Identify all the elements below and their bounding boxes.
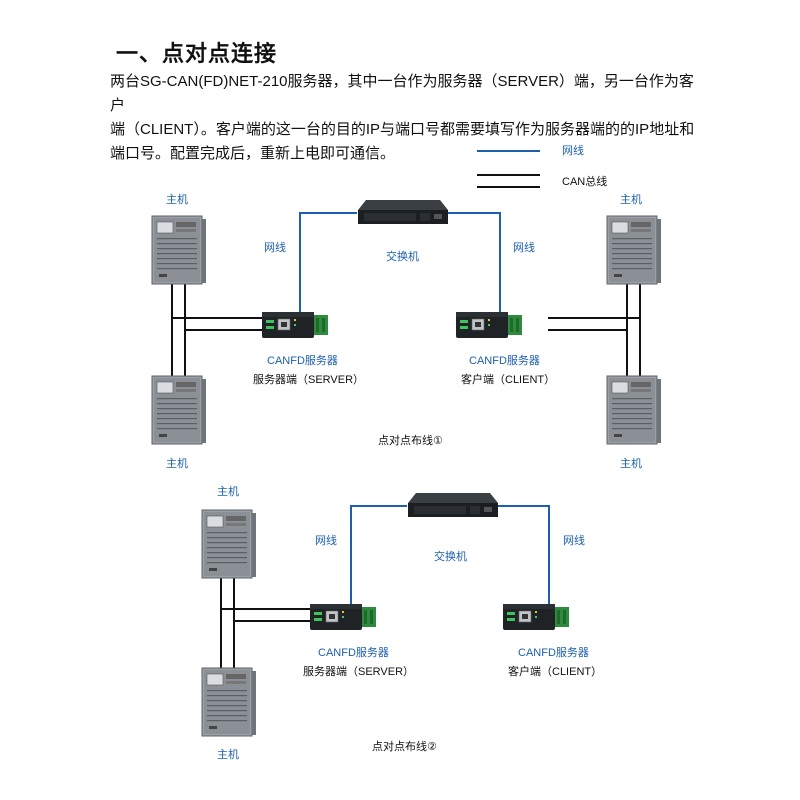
d1-cable-left-label: 网线 bbox=[264, 242, 286, 254]
d2-host-bottom-icon bbox=[201, 667, 257, 737]
d2-switch-icon bbox=[408, 493, 498, 517]
d1-client-role: 客户端（CLIENT） bbox=[461, 374, 556, 386]
d1-client-name: CANFD服务器 bbox=[469, 355, 540, 367]
intro-line-3: 端口号。配置完成后，重新上电即可通信。 bbox=[110, 145, 396, 162]
intro-line-1: 两台SG-CAN(FD)NET-210服务器，其中一台作为服务器（SERVER）… bbox=[110, 73, 694, 114]
section-heading: 一、点对点连接 bbox=[116, 41, 278, 66]
d1-can-bus-left bbox=[171, 283, 262, 378]
d2-host-bottom-label: 主机 bbox=[217, 749, 239, 761]
d1-host-tr-icon bbox=[606, 215, 662, 285]
d1-network-cable-right bbox=[448, 212, 501, 326]
d1-host-tr-label: 主机 bbox=[620, 194, 642, 206]
d2-host-top-icon bbox=[201, 509, 257, 579]
d1-switch-label: 交换机 bbox=[386, 251, 419, 263]
d2-client-device-icon bbox=[502, 603, 570, 631]
d1-can-bus-right bbox=[548, 283, 641, 378]
d2-server-role: 服务器端（SERVER） bbox=[303, 666, 415, 678]
d1-host-tl-label: 主机 bbox=[166, 194, 188, 206]
d1-server-role: 服务器端（SERVER） bbox=[253, 374, 365, 386]
d1-caption: 点对点布线① bbox=[378, 435, 443, 447]
d2-cable-right-label: 网线 bbox=[563, 535, 585, 547]
d2-network-cable-left bbox=[350, 505, 407, 612]
d2-switch-label: 交换机 bbox=[434, 551, 467, 563]
d2-client-name: CANFD服务器 bbox=[518, 647, 589, 659]
d1-host-br-label: 主机 bbox=[620, 458, 642, 470]
d1-server-device-icon bbox=[261, 311, 329, 339]
d1-host-tl-icon bbox=[151, 215, 207, 285]
legend-network-label: 网线 bbox=[562, 145, 584, 157]
d2-server-device-icon bbox=[309, 603, 377, 631]
intro-paragraph: 两台SG-CAN(FD)NET-210服务器，其中一台作为服务器（SERVER）… bbox=[110, 70, 695, 166]
d1-cable-right-label: 网线 bbox=[513, 242, 535, 254]
d1-host-bl-label: 主机 bbox=[166, 458, 188, 470]
d2-caption: 点对点布线② bbox=[372, 741, 437, 753]
d1-client-device-icon bbox=[455, 311, 523, 339]
d2-server-name: CANFD服务器 bbox=[318, 647, 389, 659]
d2-host-top-label: 主机 bbox=[217, 486, 239, 498]
legend-can-label: CAN总线 bbox=[562, 176, 608, 188]
d2-can-bus bbox=[220, 576, 310, 670]
d2-client-role: 客户端（CLIENT） bbox=[508, 666, 603, 678]
d2-network-cable-right bbox=[498, 505, 550, 612]
d1-server-name: CANFD服务器 bbox=[267, 355, 338, 367]
d1-switch-icon bbox=[358, 200, 448, 224]
d1-network-cable-left bbox=[299, 212, 357, 326]
d1-host-bl-icon bbox=[151, 375, 207, 445]
d1-host-br-icon bbox=[606, 375, 662, 445]
intro-line-2: 端（CLIENT）。客户端的这一台的目的IP与端口号都需要填写作为服务器端的的I… bbox=[110, 121, 695, 138]
d2-cable-left-label: 网线 bbox=[315, 535, 337, 547]
